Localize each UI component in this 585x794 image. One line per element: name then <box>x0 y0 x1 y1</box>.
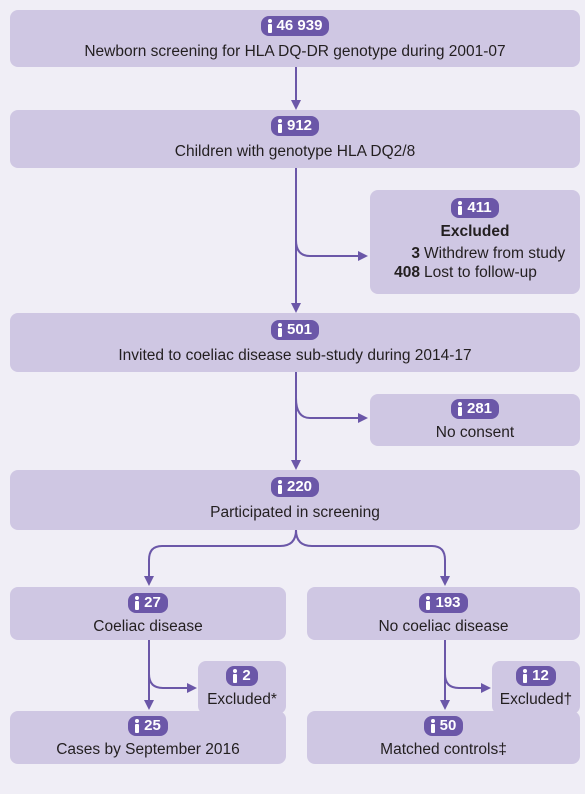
box-excluded-cases: 2 Excluded* <box>198 661 286 714</box>
count-value: 193 <box>435 594 461 611</box>
arrow-to-no-coeliac <box>295 529 450 586</box>
box-label: Cases by September 2016 <box>56 741 240 758</box>
count-badge: 2 <box>226 666 258 686</box>
count-badge: 411 <box>451 198 499 218</box>
count-badge: 50 <box>423 716 464 736</box>
arrow-to-excluded-cases <box>148 673 197 693</box>
count-value: 501 <box>286 321 313 338</box>
arrow-to-excluded-controls <box>444 673 491 693</box>
count-value: 50 <box>439 717 457 734</box>
count-badge: 281 <box>450 399 500 419</box>
box-matched-controls: 50 Matched controls‡ <box>307 711 580 764</box>
count-badge: 220 <box>270 477 320 497</box>
box-label: Matched controls‡ <box>380 741 507 758</box>
person-icon <box>457 402 462 416</box>
box-label: Children with genotype HLA DQ2/8 <box>174 143 416 160</box>
count-value: 411 <box>467 199 492 216</box>
person-icon <box>523 669 528 683</box>
box-label: Coeliac disease <box>93 618 203 635</box>
box-newborn-screening: 46 939 Newborn screening for HLA DQ-DR g… <box>10 10 580 67</box>
box-cases: 25 Cases by September 2016 <box>10 711 286 764</box>
person-icon <box>430 719 435 733</box>
box-invited: 501 Invited to coeliac disease sub-study… <box>10 313 580 372</box>
arrow-to-excluded-main <box>295 239 368 261</box>
box-no-coeliac-disease: 193 No coeliac disease <box>307 587 580 640</box>
person-icon <box>426 596 431 610</box>
box-label: No consent <box>435 424 515 441</box>
count-value: 25 <box>144 717 161 734</box>
excluded-reason-text: Lost to follow-up <box>424 264 537 281</box>
count-value: 27 <box>144 594 161 611</box>
count-badge: 912 <box>270 116 320 136</box>
box-excluded-controls: 12 Excluded† <box>492 661 580 714</box>
count-badge: 25 <box>128 716 168 736</box>
person-icon <box>277 323 282 337</box>
box-participated: 220 Participated in screening <box>10 470 580 530</box>
count-badge: 12 <box>516 666 556 686</box>
excluded-reason-count: 3 <box>411 245 420 262</box>
count-badge: 193 <box>419 593 468 613</box>
box-label: Excluded* <box>207 691 277 708</box>
count-badge: 46 939 <box>260 16 330 36</box>
excluded-reason-count: 408 <box>394 264 420 281</box>
box-genotype: 912 Children with genotype HLA DQ2/8 <box>10 110 580 168</box>
box-coeliac-disease: 27 Coeliac disease <box>10 587 286 640</box>
excluded-reason-text: Withdrew from study <box>424 245 566 262</box>
count-value: 220 <box>286 478 313 495</box>
person-icon <box>277 480 282 494</box>
box-label: Invited to coeliac disease sub-study dur… <box>118 347 472 364</box>
box-label: Excluded† <box>499 691 573 708</box>
arrow-to-no-consent <box>295 397 368 423</box>
count-value: 912 <box>286 117 313 134</box>
person-icon <box>135 719 140 733</box>
count-value: 12 <box>532 667 549 684</box>
person-icon <box>135 596 140 610</box>
count-value: 281 <box>466 400 493 417</box>
box-no-consent: 281 No consent <box>370 394 580 446</box>
person-icon <box>277 119 282 133</box>
person-icon <box>267 19 272 33</box>
arrow-to-coeliac <box>144 529 297 586</box>
count-badge: 501 <box>270 320 320 340</box>
box-label: Newborn screening for HLA DQ-DR genotype… <box>84 43 506 60</box>
person-icon <box>233 669 238 683</box>
box-label: No coeliac disease <box>378 618 509 635</box>
person-icon <box>458 201 463 215</box>
excluded-title: Excluded <box>440 223 510 240</box>
count-value: 46 939 <box>276 17 323 34</box>
box-label: Participated in screening <box>210 504 380 521</box>
count-value: 2 <box>242 667 251 684</box>
count-badge: 27 <box>128 593 168 613</box>
